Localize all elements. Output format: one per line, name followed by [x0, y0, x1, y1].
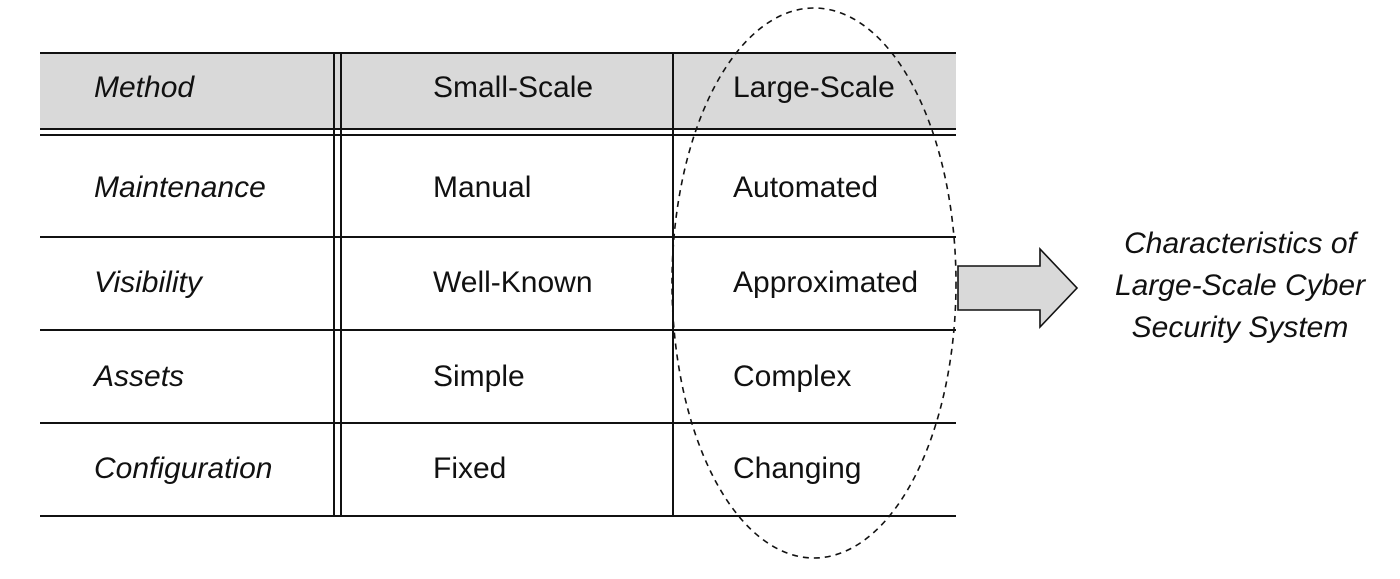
row-small-configuration: Fixed [433, 452, 507, 485]
column-divider-double-left [333, 52, 335, 516]
row-small-maintenance: Manual [433, 171, 532, 204]
row-divider [40, 329, 956, 331]
column-divider-double-right [340, 52, 342, 516]
header-divider-upper [40, 128, 956, 130]
row-large-assets: Complex [733, 360, 852, 393]
highlight-ellipse [671, 7, 957, 559]
caption-line: Security System [1131, 311, 1349, 344]
row-large-configuration: Changing [733, 452, 862, 485]
right-arrow-icon [957, 246, 1079, 330]
column-divider [672, 52, 674, 516]
table-top-border [40, 52, 956, 54]
table-bottom-border [40, 515, 956, 517]
row-method-visibility: Visibility [94, 266, 202, 299]
header-divider-lower [40, 134, 956, 136]
row-method-configuration: Configuration [94, 452, 273, 485]
row-method-maintenance: Maintenance [94, 171, 266, 204]
row-divider [40, 422, 956, 424]
row-method-assets: Assets [94, 360, 185, 393]
row-small-assets: Simple [433, 360, 525, 393]
table-header-background [40, 53, 956, 129]
row-large-maintenance: Automated [733, 171, 879, 204]
row-divider [40, 236, 956, 238]
row-small-visibility: Well-Known [433, 266, 593, 299]
caption: Characteristics of Large-Scale Cyber Sec… [1090, 223, 1390, 349]
header-small-scale: Small-Scale [433, 71, 594, 104]
caption-line: Characteristics of [1124, 227, 1356, 260]
caption-line: Large-Scale Cyber [1114, 269, 1366, 302]
row-large-visibility: Approximated [733, 266, 919, 299]
header-large-scale: Large-Scale [733, 71, 895, 104]
header-method: Method [94, 71, 195, 104]
